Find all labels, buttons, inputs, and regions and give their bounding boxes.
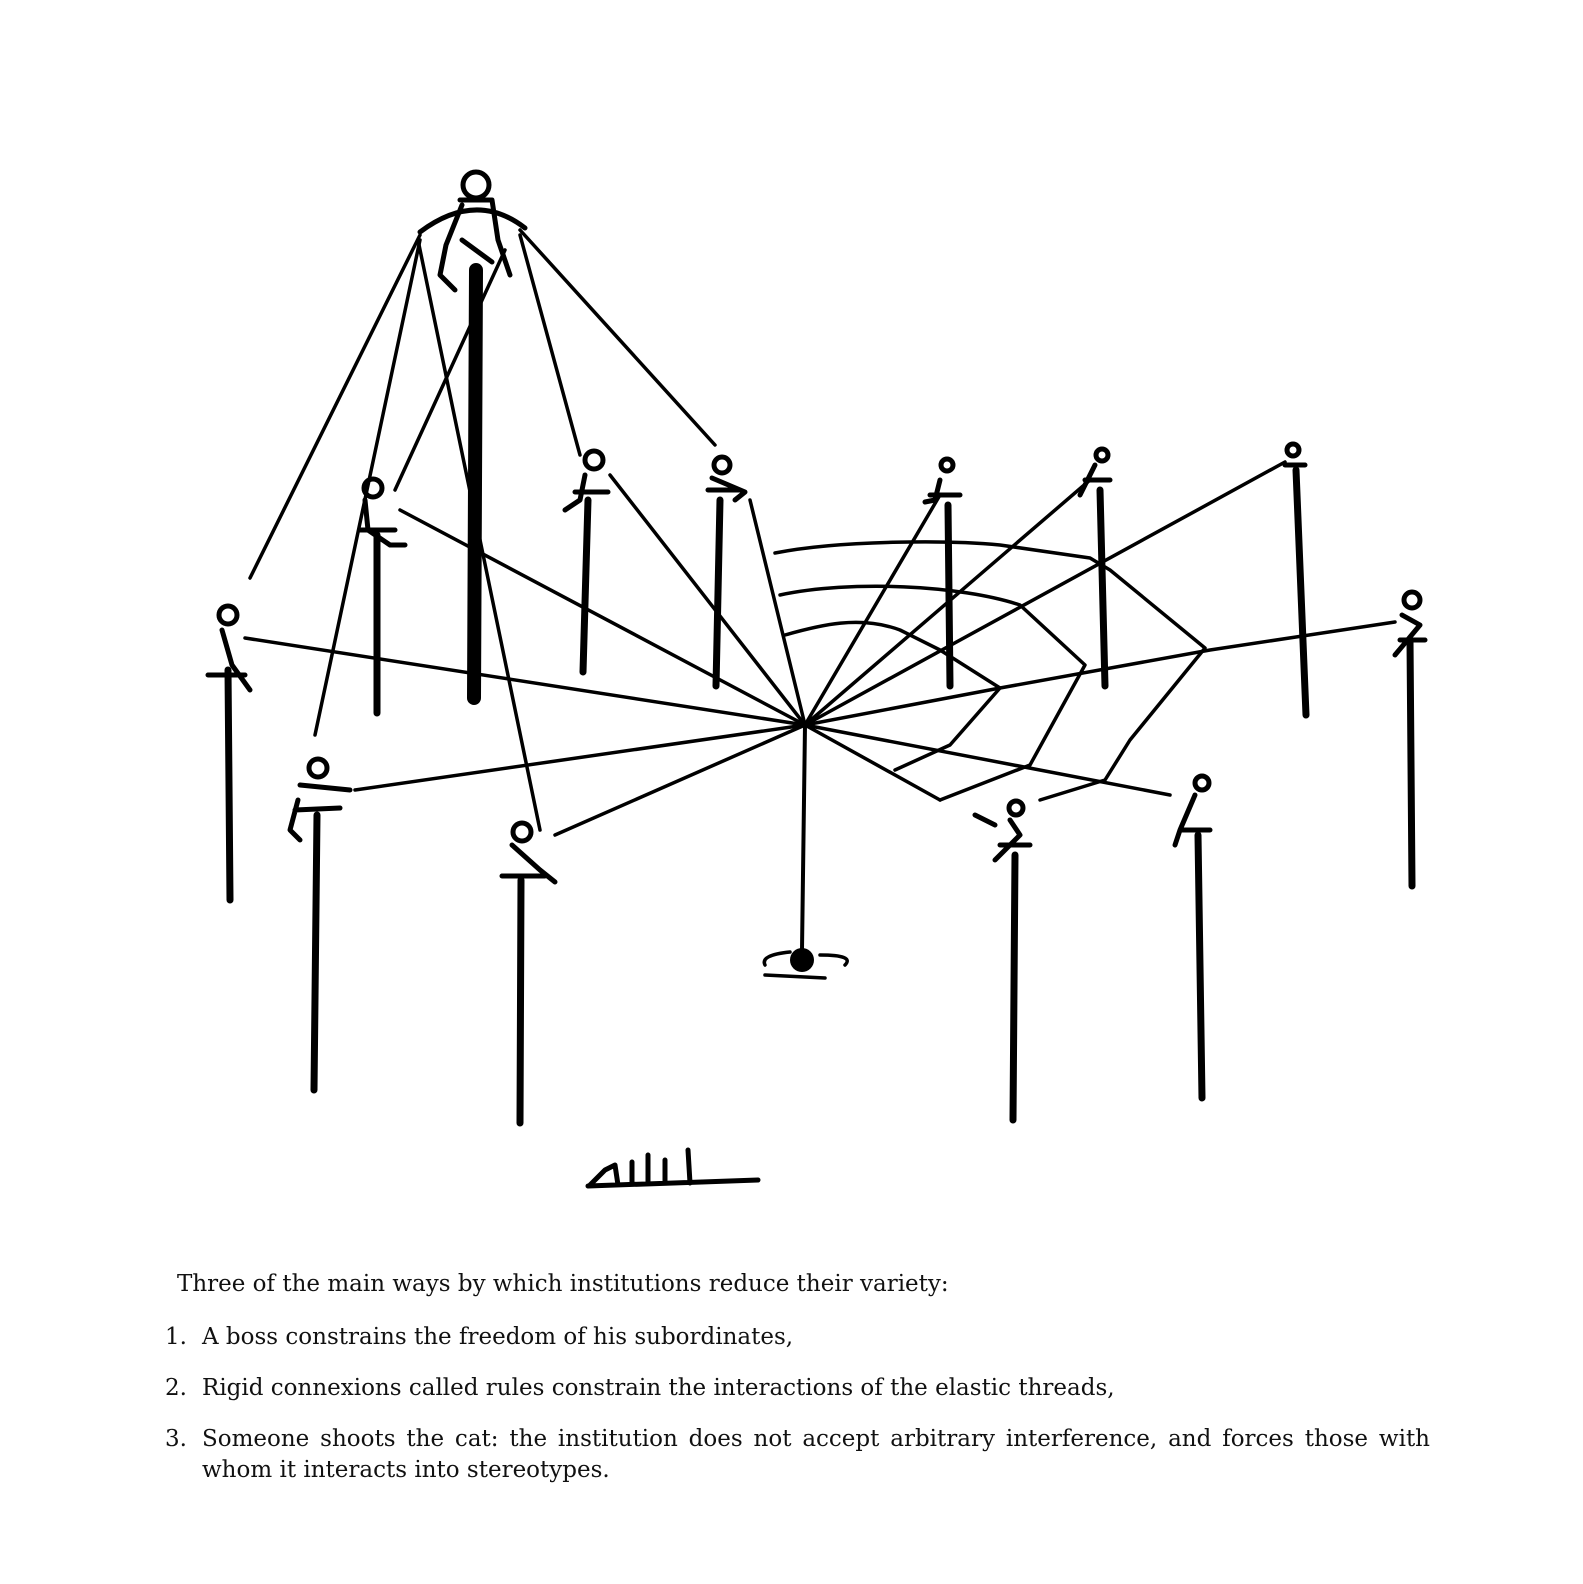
item-text: Rigid connexions called rules constrain … (202, 1375, 1115, 1401)
illustration (205, 169, 1428, 1189)
boss-pole (467, 263, 483, 705)
item-number: 3. (165, 1426, 187, 1452)
caption-list: 1. A boss constrains the freedom of his … (165, 1322, 1430, 1506)
elastic-threads (243, 460, 1397, 837)
figure-caption-intro: Three of the main ways by which institut… (177, 1271, 949, 1297)
cat-figure (585, 1147, 761, 1189)
item-text: A boss constrains the freedom of his sub… (202, 1324, 794, 1350)
weight-ball (790, 948, 814, 972)
list-item: 1. A boss constrains the freedom of his … (165, 1322, 1430, 1353)
item-text: Someone shoots the cat: the institution … (202, 1426, 1430, 1483)
ball-swing-marks (762, 950, 849, 980)
list-item: 3. Someone shoots the cat: the instituti… (165, 1424, 1430, 1486)
poles (224, 466, 1416, 1127)
hanging-string (800, 723, 807, 952)
subordinate-figures (205, 169, 1428, 885)
item-number: 2. (165, 1375, 187, 1401)
list-item: 2. Rigid connexions called rules constra… (165, 1373, 1430, 1404)
item-number: 1. (165, 1324, 187, 1350)
boss-figure (417, 169, 528, 293)
